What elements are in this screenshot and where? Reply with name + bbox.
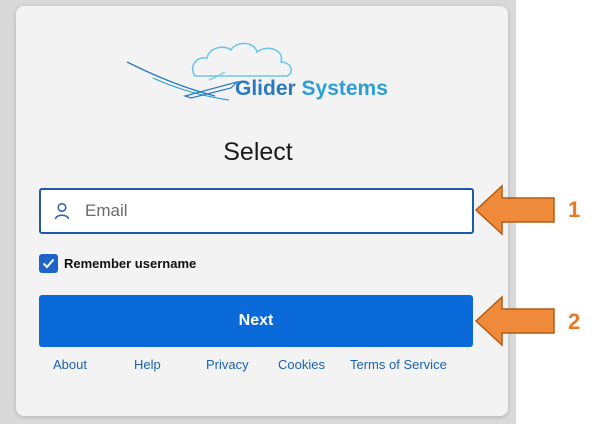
- callout-number-1: 1: [568, 197, 581, 222]
- checkmark-icon: [42, 258, 55, 269]
- footer-link-help[interactable]: Help: [134, 357, 161, 372]
- remember-checkbox[interactable]: [39, 254, 58, 273]
- callout-number-2: 2: [568, 309, 581, 334]
- brand-name: Glider Systems: [235, 77, 388, 101]
- glider-cloud-icon: [126, 42, 293, 101]
- email-field[interactable]: [39, 188, 474, 234]
- page-title: Select: [223, 138, 293, 166]
- callout-arrow-2: [474, 295, 555, 347]
- remember-label: Remember username: [64, 256, 197, 271]
- glider-systems-logo: Glider Systems: [125, 38, 395, 118]
- email-input[interactable]: [83, 194, 457, 228]
- callout-arrow-1: [474, 184, 555, 236]
- footer-link-cookies[interactable]: Cookies: [278, 357, 325, 372]
- brand-name-part2: Systems: [295, 77, 388, 100]
- brand-name-part1: Glider: [235, 77, 296, 100]
- footer-link-privacy[interactable]: Privacy: [206, 357, 249, 372]
- footer-link-about[interactable]: About: [53, 357, 87, 372]
- footer-link-terms[interactable]: Terms of Service: [350, 357, 447, 372]
- person-icon: [54, 202, 70, 220]
- next-button[interactable]: Next: [39, 295, 473, 347]
